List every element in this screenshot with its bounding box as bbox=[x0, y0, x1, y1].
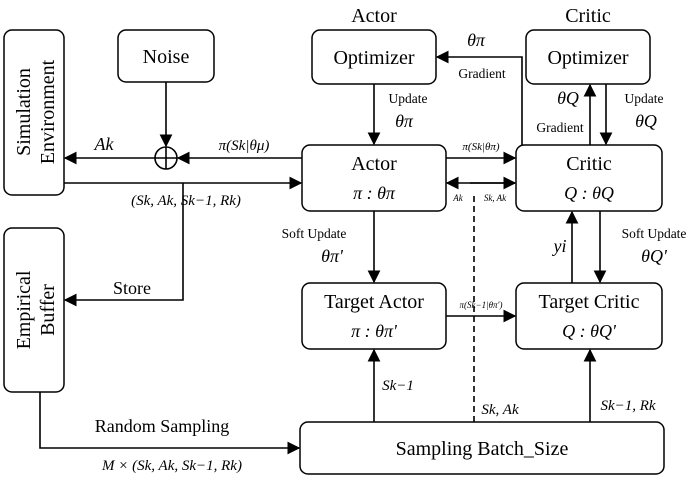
transition-label: (Sk, Ak, Sk−1, Rk) bbox=[131, 193, 241, 209]
gradient-theta-q-label: θQ bbox=[557, 88, 579, 108]
target-critic-title: Target Critic bbox=[539, 291, 640, 313]
gradient-label-critic: Gradient bbox=[536, 120, 583, 135]
actor-header: Actor bbox=[351, 5, 397, 27]
sk1-rk-label: Sk−1, Rk bbox=[600, 398, 655, 414]
random-sampling-arrow bbox=[39, 392, 301, 455]
actor-box: Actor π : θπ bbox=[301, 144, 447, 212]
sum-junction-icon bbox=[154, 146, 178, 170]
sk1-label: Sk−1 bbox=[382, 378, 414, 394]
actor-optimizer-label: Optimizer bbox=[333, 47, 414, 69]
store-arrow bbox=[63, 183, 184, 307]
actor-formula: π : θπ bbox=[353, 183, 396, 203]
gradient-label-top: Gradient bbox=[458, 66, 505, 81]
actor-to-critic-label: π(Sk|θπ) bbox=[462, 141, 499, 153]
gradient-to-actor-optimizer-arrow bbox=[435, 50, 523, 145]
noise-label: Noise bbox=[143, 46, 190, 68]
environment-label: Environment bbox=[37, 59, 59, 164]
empirical-buffer-box: Empirical Buffer bbox=[3, 227, 65, 393]
simulation-environment-box: Simulation Environment bbox=[3, 29, 65, 196]
target-policy-label: π(Sk−1|θπ') bbox=[460, 300, 503, 310]
critic-sk-ak-label: Sk, Ak bbox=[484, 193, 507, 203]
update-actor-label: Update bbox=[389, 91, 428, 106]
simulation-label: Simulation bbox=[13, 68, 35, 156]
critic-ak-label: Ak bbox=[452, 193, 463, 203]
soft-update-critic-theta-label: θQ' bbox=[641, 246, 668, 266]
update-critic-label: Update bbox=[625, 91, 664, 106]
sampling-batch-box: Sampling Batch_Size bbox=[299, 421, 665, 475]
connectors bbox=[39, 50, 613, 455]
action-ak-label: Ak bbox=[94, 134, 115, 154]
target-actor-box: Target Actor π : θπ' bbox=[301, 282, 447, 350]
critic-formula: Q : θQ bbox=[564, 183, 614, 203]
gradient-theta-pi-label: θπ bbox=[467, 30, 486, 50]
critic-header: Critic bbox=[565, 5, 611, 27]
critic-title: Critic bbox=[566, 153, 612, 175]
update-actor-theta-label: θπ bbox=[395, 111, 414, 131]
store-label: Store bbox=[113, 278, 151, 298]
target-actor-title: Target Actor bbox=[324, 291, 424, 313]
update-critic-theta-label: θQ bbox=[635, 111, 657, 131]
labels: θπ Gradient θQ Gradient Update θπ Update… bbox=[94, 30, 687, 474]
random-sampling-label: Random Sampling bbox=[95, 416, 230, 436]
yi-label: yi bbox=[552, 236, 567, 256]
target-critic-formula: Q : θQ' bbox=[562, 321, 617, 341]
soft-update-actor-theta-label: θπ' bbox=[321, 246, 344, 266]
target-critic-box: Target Critic Q : θQ' bbox=[515, 282, 663, 350]
critic-box: Critic Q : θQ bbox=[515, 144, 663, 212]
policy-noise-label: π(Sk|θμ) bbox=[219, 138, 270, 154]
soft-update-critic-label: Soft Update bbox=[622, 226, 687, 241]
critic-optimizer-box: Optimizer bbox=[525, 29, 651, 85]
soft-update-actor-label: Soft Update bbox=[282, 226, 347, 241]
batch-formula-label: M × (Sk, Ak, Sk−1, Rk) bbox=[101, 458, 242, 474]
critic-optimizer-label: Optimizer bbox=[547, 47, 628, 69]
target-actor-formula: π : θπ' bbox=[351, 321, 398, 341]
actor-title: Actor bbox=[351, 153, 397, 175]
buffer-label: Buffer bbox=[37, 284, 59, 336]
sampling-batch-label: Sampling Batch_Size bbox=[396, 438, 569, 460]
sk-ak-label: Sk, Ak bbox=[481, 402, 519, 418]
actor-optimizer-box: Optimizer bbox=[311, 29, 437, 85]
noise-box: Noise bbox=[117, 29, 215, 83]
empirical-label: Empirical bbox=[13, 270, 35, 349]
